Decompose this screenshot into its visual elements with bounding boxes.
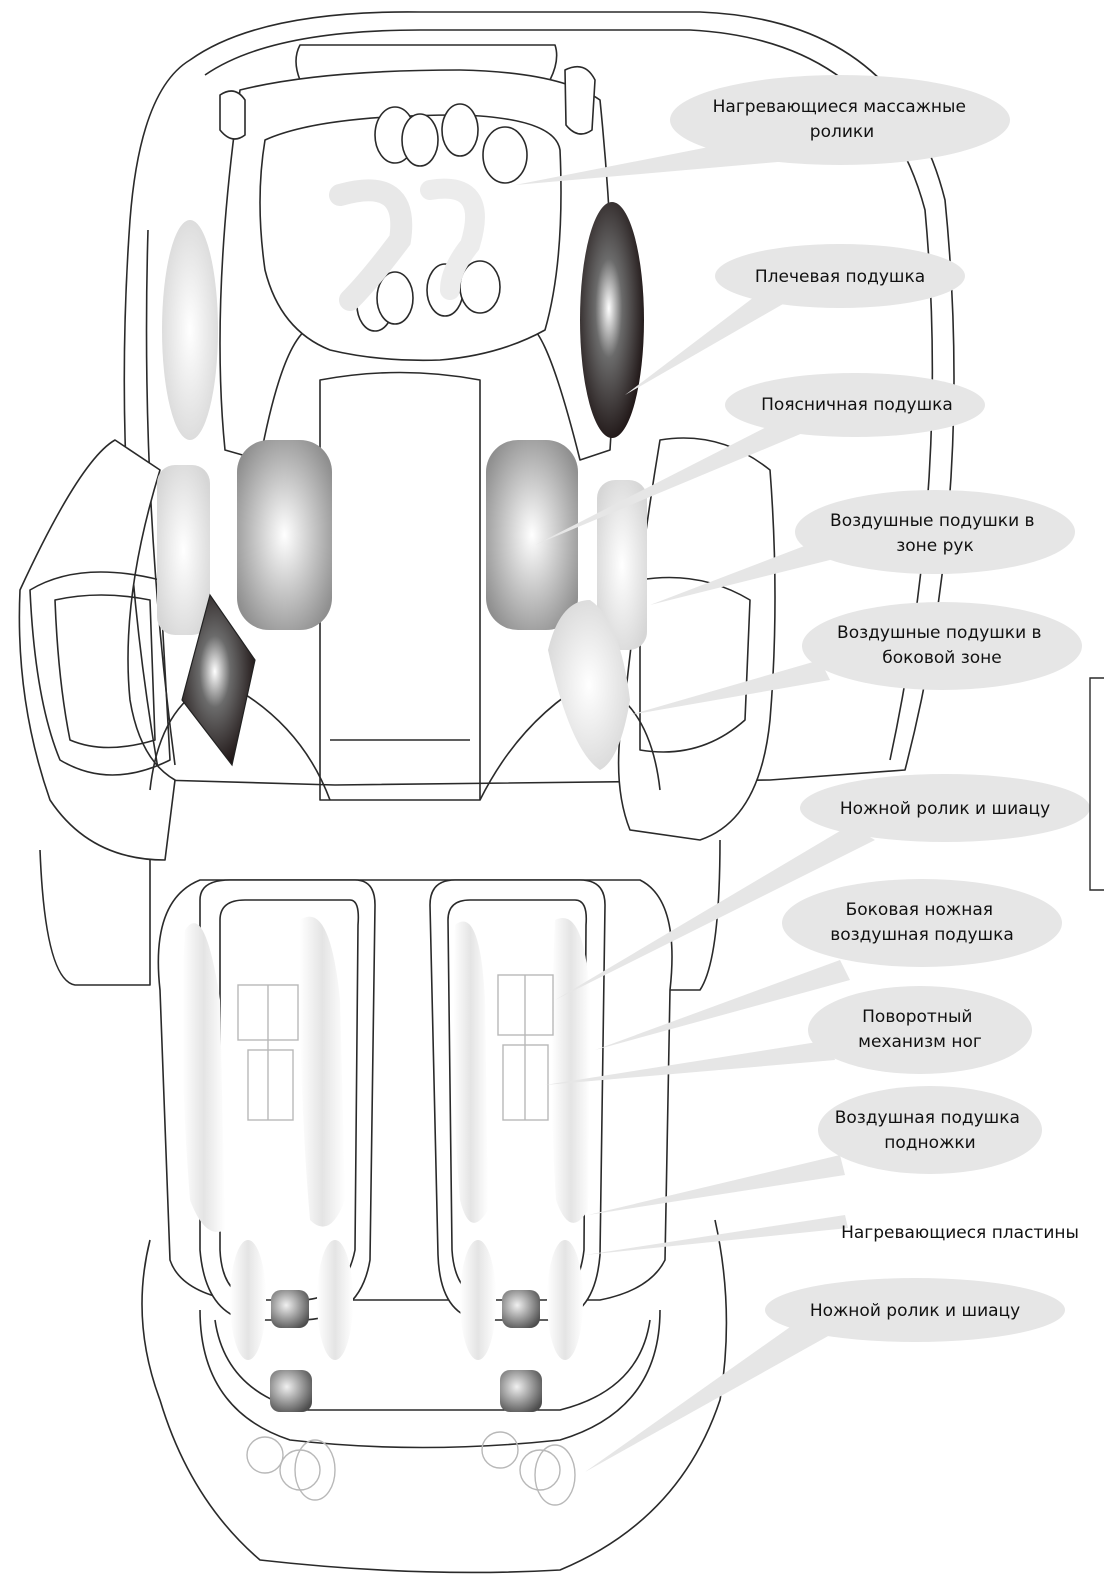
label-line: механизм ног [858,1032,982,1052]
callout-bubble-leg-rotation-mechanism [808,986,1032,1074]
label-line: воздушная подушка [830,925,1014,945]
callout-bubble-heated-massage-rollers [670,75,1010,165]
label-line: Плечевая подушка [755,267,925,287]
callout-heating-plates: Нагревающиеся пластины [841,1223,1079,1243]
callout-pointer-foot-roller-shiatsu-2 [585,1320,830,1472]
label-line: Ножной ролик и шиацу [810,1301,1020,1321]
callout-bubble-arm-airbags [795,490,1075,574]
label-line: Поясничная подушка [761,395,953,415]
label-line: Нагревающиеся пластины [841,1223,1079,1243]
callout-foot-roller-shiatsu-1: Ножной ролик и шиацу [840,799,1050,819]
callout-bubble-side-airbags [802,602,1082,690]
label-line: Поворотный [862,1007,972,1027]
callout-lumbar-airbag: Поясничная подушка [761,395,953,415]
label-line: боковой зоне [882,648,1001,668]
label-line: Воздушные подушки в [830,511,1035,531]
label-line: Воздушные подушки в [837,623,1042,643]
callout-bubble-footrest-airbag [818,1086,1042,1174]
callout-bubble-side-leg-airbag [782,879,1062,967]
label-line: ролики [810,122,874,142]
label-line: Боковая ножная [846,900,993,920]
label-line: Ножной ролик и шиацу [840,799,1050,819]
label-line: подножки [884,1133,975,1153]
lumbar-airbags [237,440,578,630]
label-line: Нагревающиеся массажные [713,97,966,117]
side-bracket [1090,678,1104,890]
callout-foot-roller-shiatsu-2: Ножной ролик и шиацу [810,1301,1020,1321]
label-line: зоне рук [896,536,974,556]
callout-shoulder-airbag: Плечевая подушка [755,267,925,287]
label-line: Воздушная подушка [835,1108,1020,1128]
